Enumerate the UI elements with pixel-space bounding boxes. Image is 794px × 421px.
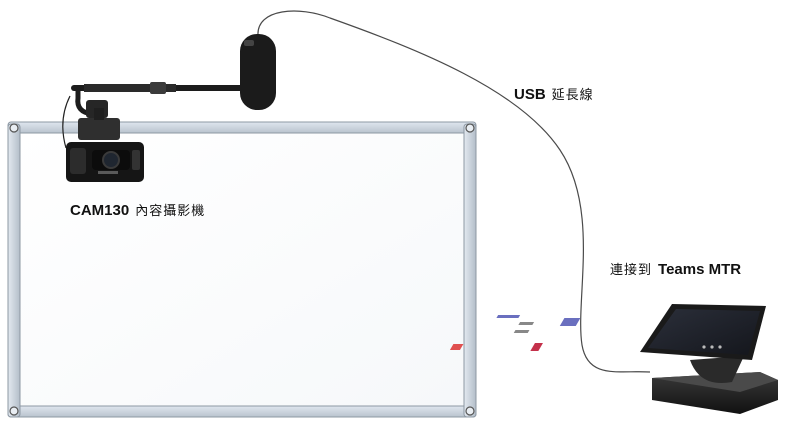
camera-label: CAM130 內容攝影機 <box>70 200 205 219</box>
camera-model: CAM130 <box>70 202 130 219</box>
whiteboard <box>7 121 477 418</box>
corner-screw-icon <box>465 406 475 416</box>
cable-label: USB 延長線 <box>514 84 594 103</box>
cable-desc: 延長線 <box>551 88 594 103</box>
usb-cable <box>257 10 651 373</box>
connect-label: 連接到 Teams MTR <box>610 259 741 278</box>
corner-screw-icon <box>465 123 475 133</box>
camera-icon <box>62 34 276 182</box>
cable-type: USB <box>514 86 546 103</box>
camera-desc: 內容攝影機 <box>135 204 206 219</box>
teams-mtr-console-icon <box>449 304 778 414</box>
connect-prefix: 連接到 <box>610 263 653 278</box>
corner-screw-icon <box>9 406 19 416</box>
corner-screw-icon <box>9 123 19 133</box>
connect-target: Teams MTR <box>658 261 742 278</box>
